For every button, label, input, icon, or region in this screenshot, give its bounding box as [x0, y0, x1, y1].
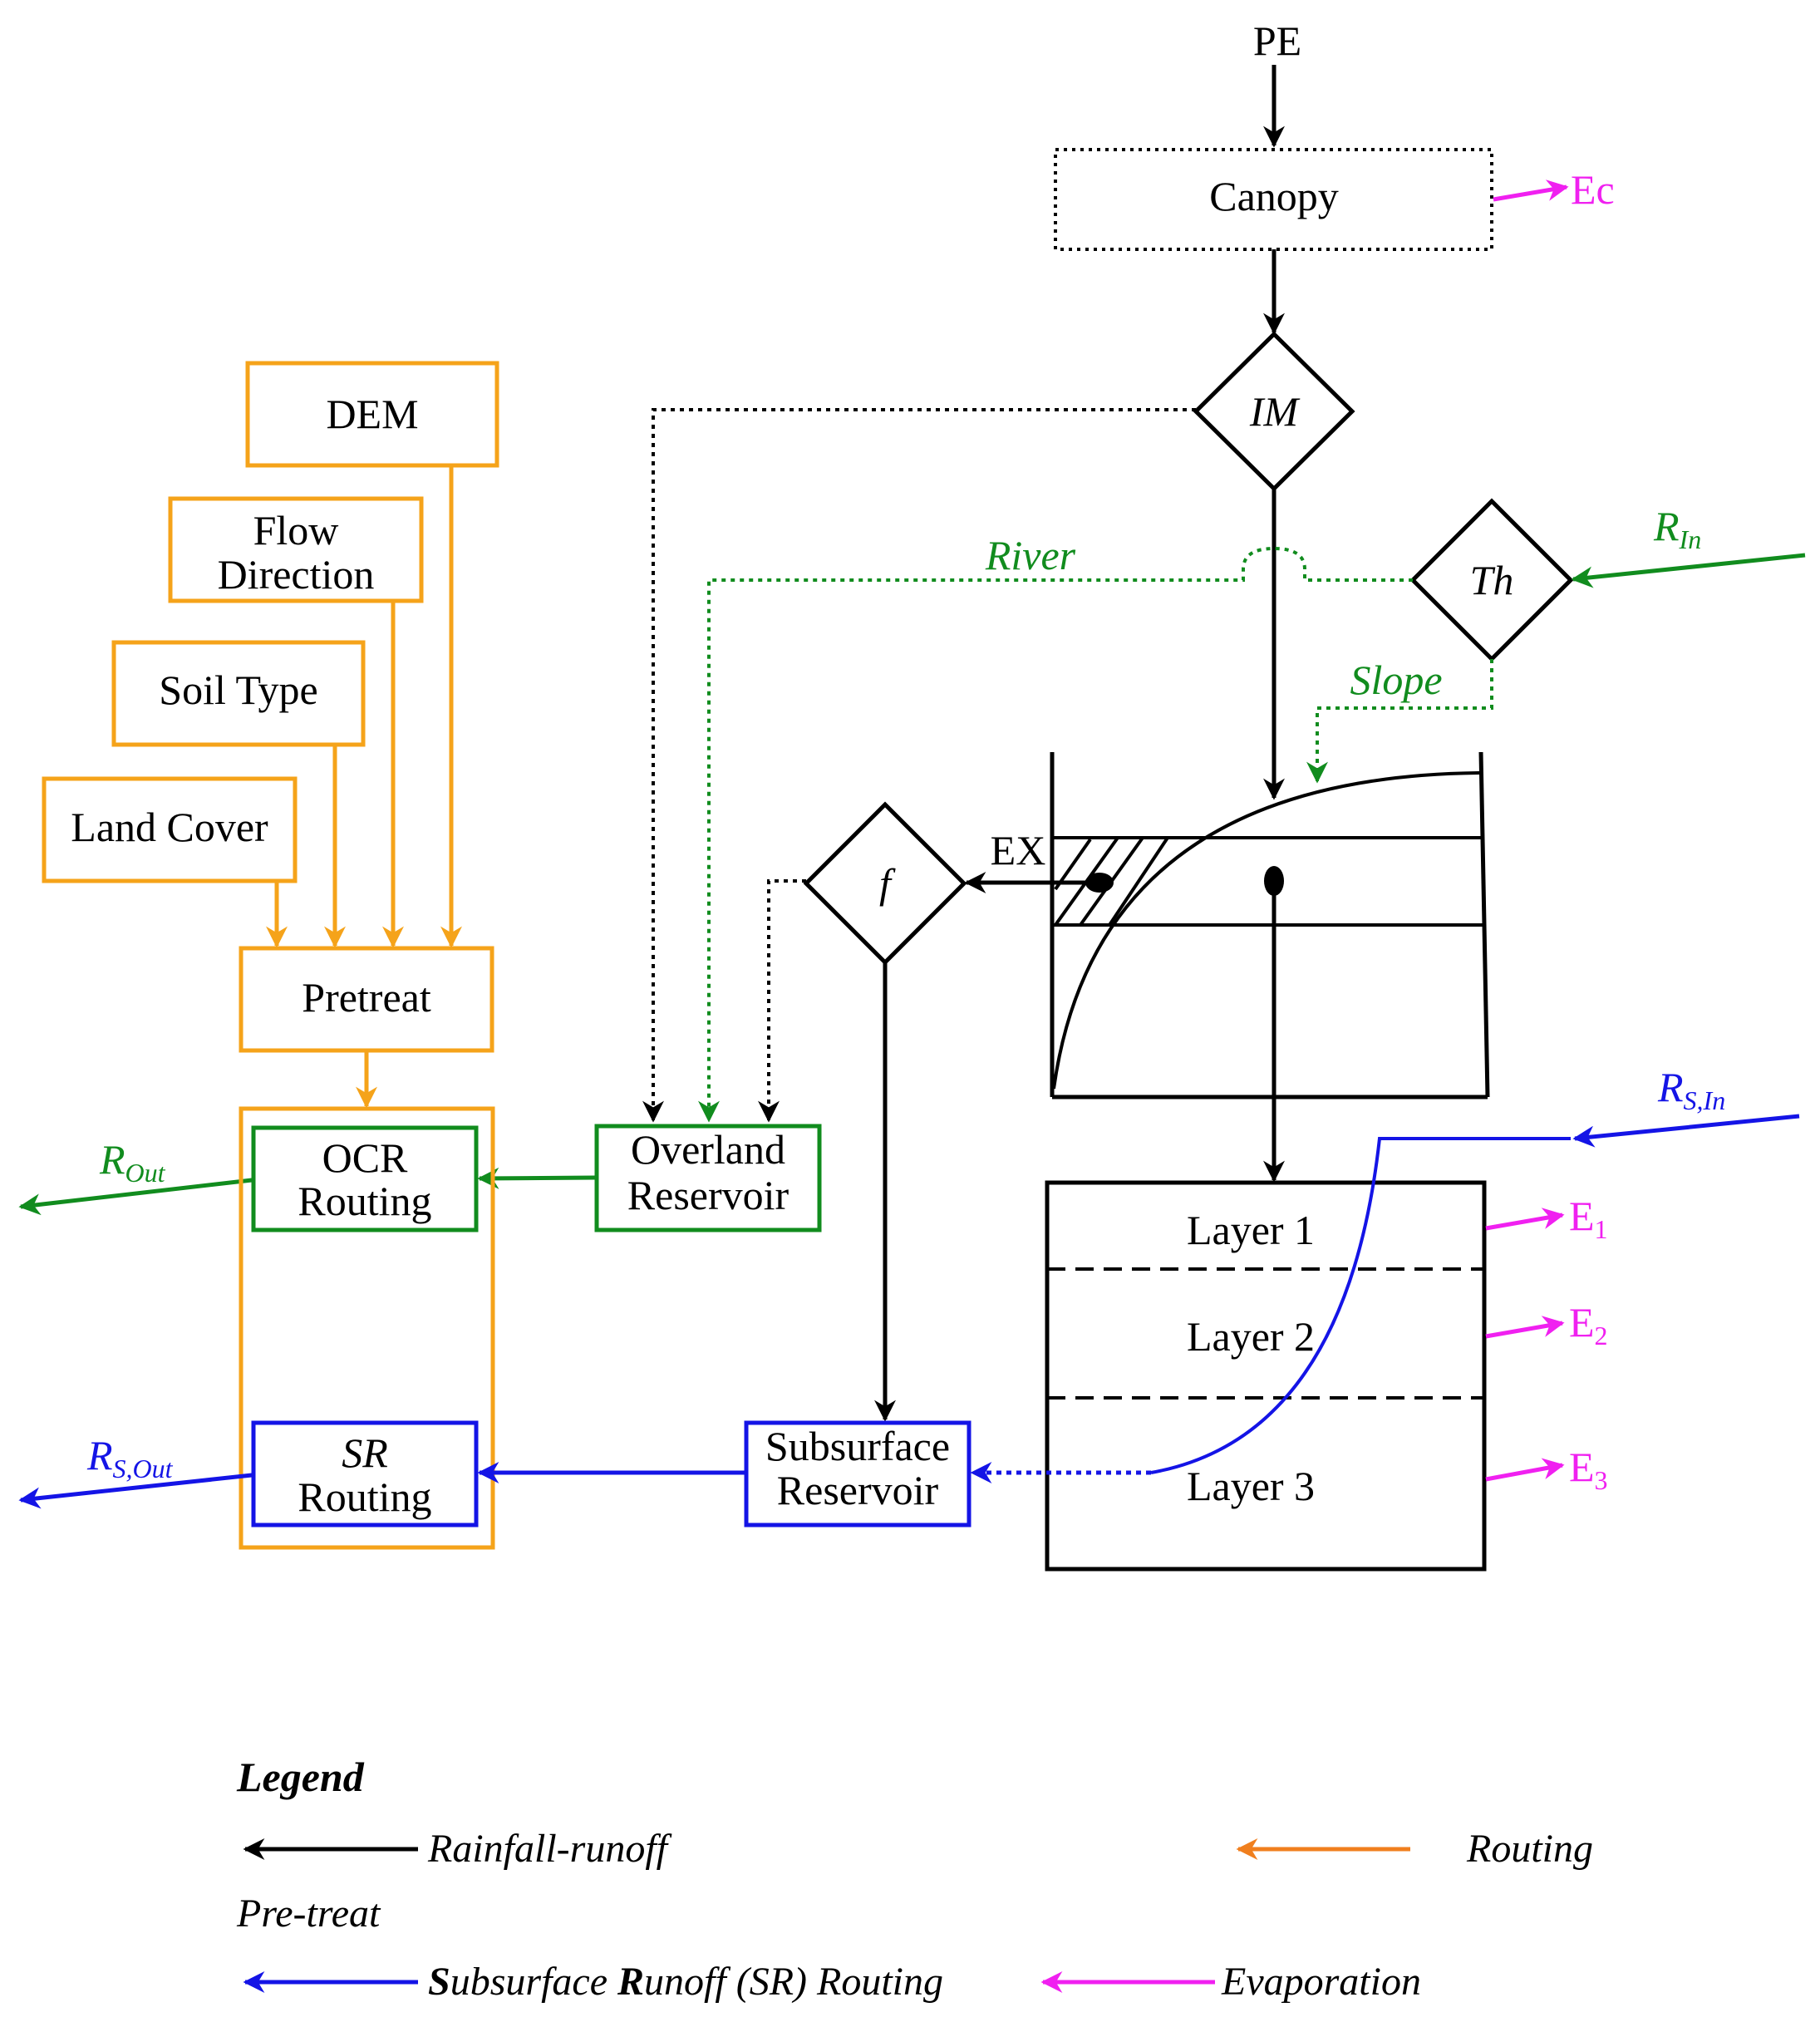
pretreat-label: Pretreat [302, 974, 431, 1021]
layer-1-label: Layer 1 [1187, 1207, 1315, 1253]
ex-label: EX [991, 827, 1046, 873]
river-dotted-arrow [698, 546, 1413, 1123]
e3-arrow [1485, 1458, 1565, 1482]
subsurface-reservoir-box [744, 1420, 971, 1528]
sr-routing-label-2: Routing [298, 1473, 431, 1520]
tank-float [1264, 866, 1284, 896]
ec-arrow [1493, 180, 1569, 202]
canopy-box [1054, 148, 1493, 251]
r-out-arrow [18, 1178, 253, 1216]
r-out-label: ROut [99, 1136, 166, 1188]
routing-container [239, 1106, 495, 1550]
flow-direction-label-1: Flow [253, 507, 339, 553]
canopy-label: Canopy [1209, 173, 1339, 219]
pe-label: PE [1253, 17, 1301, 64]
overland-reservoir-label-2: Reservoir [627, 1172, 789, 1218]
e1-arrow [1485, 1208, 1565, 1231]
legend: Legend Rainfall-runoff Routing Pre-treat… [236, 1754, 1593, 2004]
land-cover-box [42, 776, 298, 883]
rs-out-label: RS,Out [86, 1432, 174, 1483]
tank-capacity-curve [1052, 771, 1480, 1090]
ocr-routing-label-2: Routing [298, 1178, 431, 1224]
layer-3-label: Layer 3 [1187, 1463, 1315, 1509]
subsurface-flow-curve [1150, 1137, 1571, 1474]
overland-reservoir-label-1: Overland [631, 1126, 785, 1173]
soil-type-box [111, 640, 366, 747]
ocr-routing-label-1: OCR [322, 1134, 408, 1181]
legend-pretreat-label: Pre-treat [236, 1892, 381, 1936]
f-label: f [879, 860, 896, 907]
rs-in-label: RS,In [1657, 1064, 1725, 1115]
sr-routing-label-1: SR [342, 1429, 388, 1476]
subsurface-reservoir-label-1: Subsurface [765, 1423, 950, 1469]
slope-dotted-arrow [1306, 659, 1493, 784]
soil-layers-box [1045, 1180, 1487, 1572]
e1-label: E1 [1569, 1193, 1608, 1244]
im-label: IM [1249, 388, 1301, 435]
e2-arrow [1485, 1316, 1565, 1339]
rs-in-arrow [1572, 1114, 1800, 1148]
e3-label: E3 [1569, 1444, 1608, 1495]
dem-label: DEM [326, 391, 418, 437]
flow-direction-box [168, 496, 424, 603]
input-to-pretreat-arrows [266, 465, 462, 948]
slope-label: Slope [1350, 657, 1442, 703]
flow-direction-label-2: Direction [218, 551, 375, 598]
ec-label: Ec [1571, 166, 1615, 213]
f-to-overland-dotted-arrow [758, 879, 806, 1123]
e2-label: E2 [1569, 1299, 1608, 1350]
dem-box [245, 361, 499, 468]
im-to-overland-dotted-arrow [642, 408, 1196, 1123]
soil-type-label: Soil Type [159, 667, 317, 713]
legend-rainfall-label: Rainfall-runoff [427, 1827, 672, 1871]
rs-out-arrow [18, 1473, 253, 1509]
legend-sr-label: Subsurface Runoff (SR) Routing [428, 1960, 943, 2004]
ocr-routing-box [251, 1125, 479, 1232]
legend-evap-label: Evaporation [1221, 1960, 1421, 2004]
overland-reservoir-box [594, 1124, 822, 1232]
sr-routing-box [251, 1420, 479, 1528]
layer-2-label: Layer 2 [1187, 1313, 1315, 1360]
river-label: River [985, 532, 1076, 578]
r-in-label: RIn [1653, 503, 1701, 554]
legend-title: Legend [236, 1754, 365, 1800]
legend-routing-label: Routing [1466, 1827, 1593, 1871]
subsurface-reservoir-label-2: Reservoir [777, 1467, 939, 1513]
r-in-arrow [1571, 553, 1806, 588]
th-label: Th [1470, 557, 1514, 603]
land-cover-label: Land Cover [71, 804, 268, 850]
